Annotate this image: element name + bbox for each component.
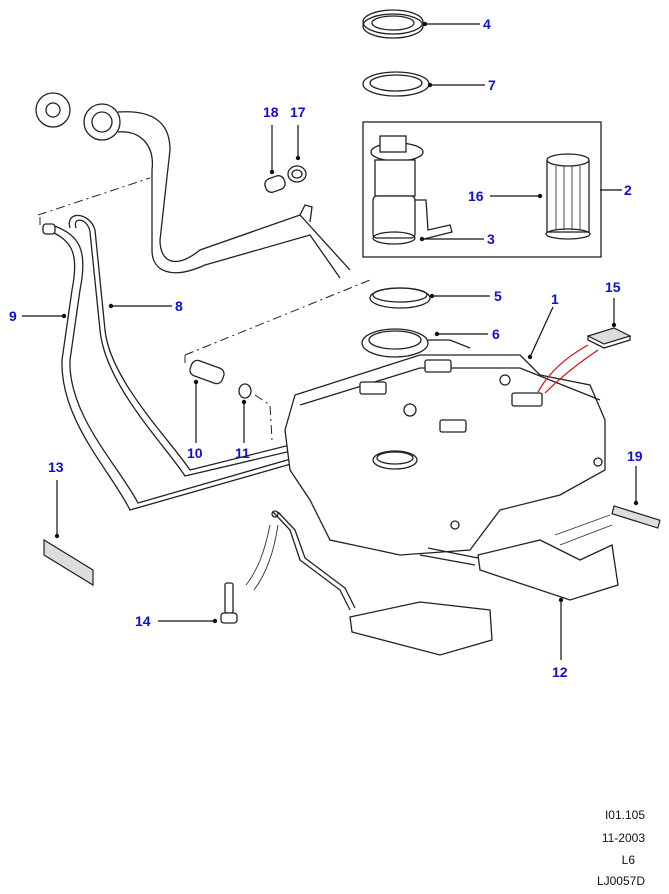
part-15-pad[interactable] bbox=[586, 327, 632, 349]
part-7-seal[interactable] bbox=[362, 71, 430, 97]
part-4-locking-ring[interactable] bbox=[362, 9, 424, 39]
callout-8[interactable]: 8 bbox=[175, 298, 183, 314]
callout-13[interactable]: 13 bbox=[48, 459, 64, 475]
part-17-hose-clip[interactable] bbox=[287, 165, 307, 183]
highlight-line bbox=[544, 349, 599, 394]
callout-14[interactable]: 14 bbox=[135, 613, 151, 629]
strap-hook bbox=[271, 510, 279, 518]
footer-model: L6 bbox=[621, 853, 635, 867]
part-14-bolt[interactable] bbox=[220, 582, 238, 624]
part-3-pump-module[interactable] bbox=[370, 135, 453, 245]
callout-17[interactable]: 17 bbox=[290, 104, 306, 120]
callout-19[interactable]: 19 bbox=[627, 448, 643, 464]
part-1-fuel-tank[interactable] bbox=[284, 354, 606, 556]
callout-10[interactable]: 10 bbox=[187, 445, 203, 461]
part-13-pad[interactable] bbox=[43, 538, 94, 587]
callout-9[interactable]: 9 bbox=[9, 308, 17, 324]
part-19-pad[interactable] bbox=[611, 505, 661, 529]
highlight-line bbox=[537, 344, 589, 393]
filler-cap[interactable] bbox=[35, 92, 121, 141]
footer-date: 11-2003 bbox=[601, 831, 645, 845]
footer-code: LJ0057D bbox=[596, 874, 645, 888]
callout-18[interactable]: 18 bbox=[263, 104, 279, 120]
callout-7[interactable]: 7 bbox=[488, 77, 496, 93]
part-6-sender-seal[interactable] bbox=[361, 328, 471, 358]
part-5-seal-ring[interactable] bbox=[369, 287, 431, 309]
callout-3[interactable]: 3 bbox=[487, 231, 495, 247]
callout-1[interactable]: 1 bbox=[551, 291, 559, 307]
part-8-vent-pipe[interactable] bbox=[68, 214, 446, 477]
callout-11[interactable]: 11 bbox=[235, 445, 250, 461]
callout-2[interactable]: 2 bbox=[624, 182, 632, 198]
part-10-connector[interactable] bbox=[188, 359, 225, 386]
part-9-breather-pipe[interactable] bbox=[42, 223, 413, 511]
part-11-clip[interactable] bbox=[238, 383, 252, 399]
callout-labels: 4 7 2 16 3 5 6 1 15 8 9 18 17 10 11 13 1… bbox=[9, 16, 643, 680]
leader-lines bbox=[22, 21, 639, 660]
part-18-hose[interactable] bbox=[263, 174, 287, 194]
callout-6[interactable]: 6 bbox=[492, 326, 500, 342]
footer-ref: I01.105 bbox=[604, 808, 645, 822]
callout-12[interactable]: 12 bbox=[552, 664, 568, 680]
callout-5[interactable]: 5 bbox=[494, 288, 502, 304]
callout-4[interactable]: 4 bbox=[483, 16, 491, 32]
part-16-filter[interactable] bbox=[545, 153, 591, 240]
callout-15[interactable]: 15 bbox=[605, 279, 621, 295]
part-12-tank-strap[interactable] bbox=[272, 511, 619, 656]
filler-neck[interactable] bbox=[117, 111, 351, 279]
callout-16[interactable]: 16 bbox=[468, 188, 484, 204]
